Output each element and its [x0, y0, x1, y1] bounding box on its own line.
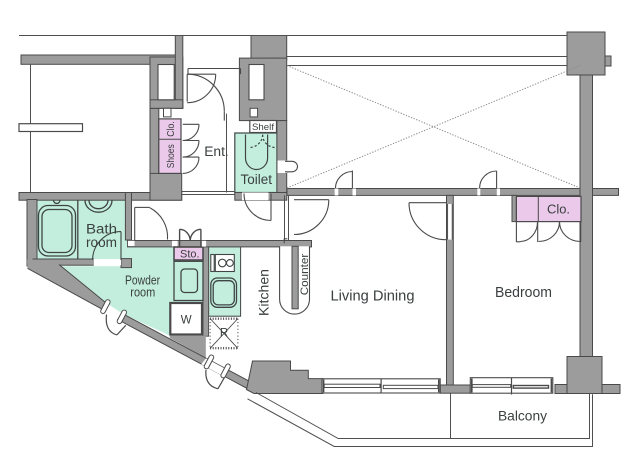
svg-text:Powder: Powder — [125, 272, 161, 287]
svg-text:Clo.: Clo. — [166, 121, 177, 137]
svg-text:room: room — [86, 235, 117, 250]
svg-text:Living Dining: Living Dining — [331, 288, 415, 305]
svg-text:Shoes: Shoes — [166, 144, 177, 168]
svg-text:Bedroom: Bedroom — [495, 285, 552, 301]
svg-text:Bath: Bath — [86, 222, 117, 237]
svg-text:Sto.: Sto. — [180, 248, 200, 260]
svg-text:Kitchen: Kitchen — [257, 269, 272, 316]
svg-text:room: room — [130, 285, 155, 300]
svg-text:Counter: Counter — [299, 253, 311, 295]
svg-text:W: W — [181, 315, 192, 327]
svg-text:Balcony: Balcony — [498, 408, 547, 424]
svg-text:Toilet: Toilet — [241, 172, 273, 187]
svg-text:R: R — [220, 328, 228, 340]
svg-text:Clo.: Clo. — [547, 203, 570, 217]
svg-text:Ent.: Ent. — [204, 144, 229, 159]
svg-text:Shelf: Shelf — [252, 122, 274, 133]
